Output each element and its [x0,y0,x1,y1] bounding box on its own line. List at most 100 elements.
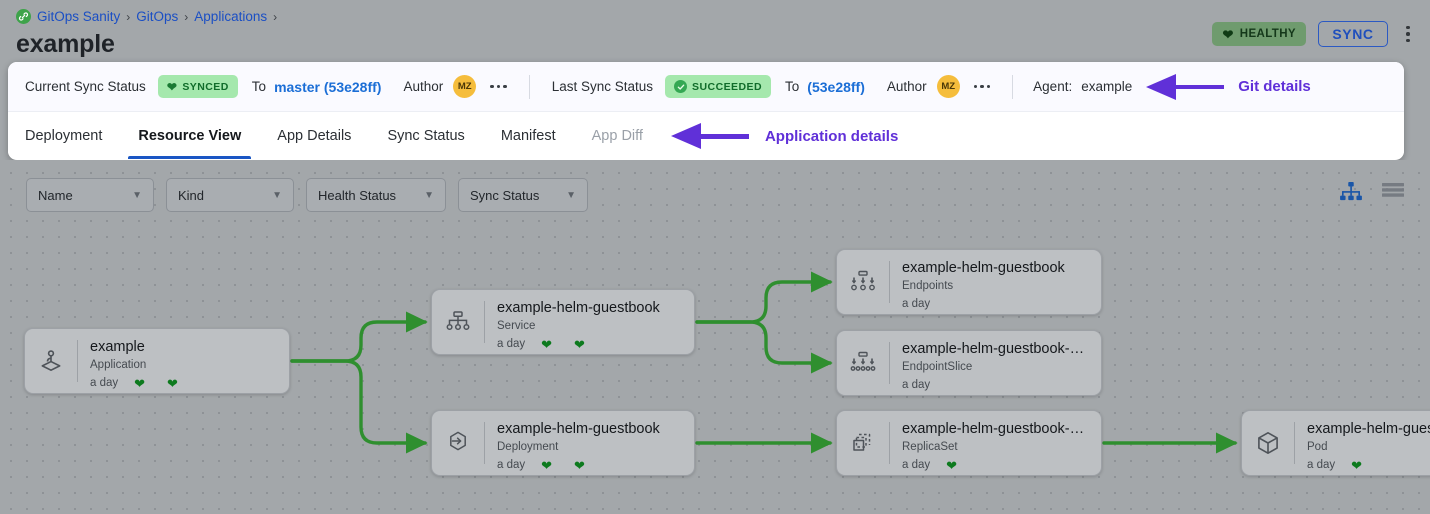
filter-name[interactable]: Name ▼ [26,178,154,212]
graph-node-pod[interactable]: example-helm-guestbook-… Pod a day ❤ [1241,410,1430,476]
divider [889,342,890,384]
avatar: MZ [936,75,960,98]
node-title: example-helm-guestbook [497,300,660,316]
last-author-label: Author [886,79,927,94]
graph-node-endpointslice[interactable]: example-helm-guestbook-ct… EndpointSlice… [836,330,1102,396]
health-heart-icon: ❤ [134,375,146,391]
service-icon [432,290,484,354]
tab-deployment[interactable]: Deployment [25,128,103,144]
current-sync-status-label: Current Sync Status [25,79,146,94]
node-age: a day [497,338,526,351]
node-age: a day [1307,459,1336,472]
application-icon [25,329,77,393]
last-revision-link[interactable]: (53e28ff) [807,78,865,95]
node-title: example-helm-guestbook-74… [902,421,1091,437]
tree-view-icon[interactable] [1340,182,1362,202]
divider [1012,74,1014,99]
tab-app-diff[interactable]: App Diff [591,128,643,144]
tab-manifest[interactable]: Manifest [500,128,556,144]
node-title: example-helm-guestbook [497,421,660,437]
chevron-down-icon: ▼ [424,189,434,201]
last-overflow-icon[interactable] [973,84,991,89]
view-toggle-group [1340,182,1404,202]
sync-heart-icon: ❤ [574,336,585,352]
annotation-arrow-git-details [1146,73,1225,100]
succeeded-label: SUCCEEDED [692,80,763,93]
node-age: a day [90,377,119,390]
graph-node-application[interactable]: example Application a day ❤ ❤ [24,328,290,394]
health-heart-icon: ❤ [541,457,553,473]
health-heart-icon: ❤ [1351,457,1363,473]
graph-node-replicaset[interactable]: example-helm-guestbook-74… ReplicaSet a … [836,410,1102,476]
node-age: a day [902,378,931,391]
status-badge-succeeded: SUCCEEDED [665,75,772,98]
breadcrumb-item-0[interactable]: GitOps Sanity [37,9,121,24]
health-heart-icon: ❤ [541,336,553,352]
breadcrumb-separator: › [273,9,278,24]
node-age: a day [902,459,931,472]
tab-sync-status[interactable]: Sync Status [387,128,465,144]
graph-node-endpoints[interactable]: example-helm-guestbook Endpoints a day [836,249,1102,315]
filter-name-label: Name [38,187,73,203]
endpointslice-icon [837,331,889,395]
app-details-card: Current Sync Status ❤ SYNCED To master (… [8,62,1404,160]
deployment-icon [432,411,484,475]
graph-node-deployment[interactable]: example-helm-guestbook Deployment a day … [431,410,695,476]
breadcrumb-item-2[interactable]: Applications [194,9,268,24]
gitops-link-icon [16,9,31,24]
divider [484,301,485,343]
page-title: example [16,30,115,58]
chevron-down-icon: ▼ [132,189,142,201]
pod-icon [1242,411,1294,475]
last-sync-status-label: Last Sync Status [551,79,654,94]
filter-bar: Name ▼ Kind ▼ Health Status ▼ Sync Statu… [26,178,588,212]
check-circle-icon [674,80,688,93]
current-revision-link[interactable]: master (53e28ff) [274,78,382,95]
synced-label: SYNCED [182,80,229,93]
kebab-menu-icon[interactable] [1400,22,1416,46]
node-age: a day [902,297,931,310]
list-view-icon[interactable] [1382,183,1404,201]
node-kind: Deployment [497,441,559,454]
heart-icon: ❤ [1222,26,1234,42]
tab-resource-view[interactable]: Resource View [120,113,259,159]
current-author-label: Author [403,79,444,94]
chevron-down-icon: ▼ [272,189,282,201]
node-title: example-helm-guestbook [902,260,1065,276]
resource-graph-canvas[interactable]: Name ▼ Kind ▼ Health Status ▼ Sync Statu… [0,160,1430,514]
divider [889,261,890,303]
graph-node-service[interactable]: example-helm-guestbook Service a day ❤ ❤ [431,289,695,355]
breadcrumb-item-1[interactable]: GitOps [136,9,179,24]
node-age: a day [497,459,526,472]
sync-status-bar: Current Sync Status ❤ SYNCED To master (… [8,62,1404,112]
agent-value: example [1081,79,1133,94]
health-badge-label: HEALTHY [1239,28,1296,40]
filter-health-status[interactable]: Health Status ▼ [306,178,446,212]
filter-sync-status[interactable]: Sync Status ▼ [458,178,588,212]
current-to-label: To [251,79,267,94]
status-badge-synced: ❤ SYNCED [157,75,238,98]
sync-heart-icon: ❤ [167,375,178,391]
endpoints-icon [837,250,889,314]
page-header: GitOps Sanity › GitOps › Applications › … [0,0,1430,64]
annotation-label-git-details: Git details [1238,78,1311,95]
tab-app-details[interactable]: App Details [277,128,352,144]
node-kind: Pod [1307,441,1328,454]
annotation-arrow-application-details [670,123,749,149]
current-overflow-icon[interactable] [490,84,507,89]
heart-icon: ❤ [166,79,178,94]
annotation-label-application-details: Application details [764,127,899,145]
divider [77,340,78,382]
filter-kind[interactable]: Kind ▼ [166,178,294,212]
health-heart-icon: ❤ [946,457,958,473]
node-kind: Application [90,359,147,372]
sync-button[interactable]: SYNC [1318,21,1388,47]
node-title: example [90,339,145,355]
divider [528,74,530,99]
status-badge-healthy: ❤ HEALTHY [1212,22,1306,46]
avatar: MZ [453,75,477,98]
divider [1294,422,1295,464]
header-actions: ❤ HEALTHY SYNC [1212,21,1416,47]
node-title: example-helm-guestbook-… [1307,421,1430,437]
